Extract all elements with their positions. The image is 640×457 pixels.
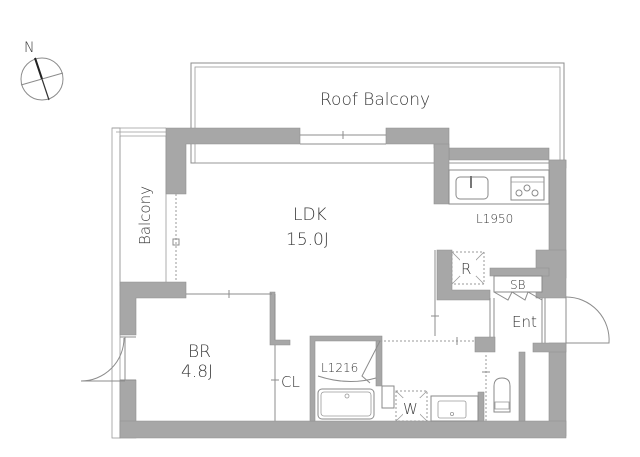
wash-basin-icon	[430, 395, 479, 422]
br-balcony-door	[80, 336, 136, 382]
west-balcony: Balcony	[111, 127, 167, 439]
ldk-size: 15.0J	[286, 230, 329, 250]
north-arrow-compass-icon	[20, 57, 64, 101]
kitchen-length-label: L1950	[476, 212, 513, 226]
bathroom-label: L1216	[321, 361, 358, 375]
closet-label: CL	[281, 373, 300, 391]
bath-ledge	[381, 385, 395, 409]
ldk-label: LDK	[293, 205, 327, 225]
bedroom-size: 4.8J	[181, 362, 213, 382]
bathtub-icon	[317, 388, 375, 420]
shoe-box-label: SB	[510, 278, 526, 292]
roof-balcony-label: Roof Balcony	[320, 90, 430, 110]
roof-balcony: Roof Balcony	[190, 62, 565, 164]
balcony-label: Balcony	[136, 186, 154, 245]
interior-lines	[172, 194, 546, 421]
bath-door	[317, 340, 381, 384]
refrigerator-space: R	[451, 251, 485, 285]
entrance-label: Ent	[512, 313, 537, 331]
toilet-icon	[493, 377, 511, 413]
room-labels: LDK 15.0J BR 4.8J CL	[181, 205, 329, 391]
washer-space: W	[395, 390, 428, 422]
refrigerator-label: R	[461, 260, 471, 278]
bedroom-label: BR	[188, 342, 211, 362]
shoe-box: SB	[493, 275, 543, 301]
compass: N	[20, 40, 64, 101]
washer-label: W	[403, 400, 418, 418]
entrance-door[interactable]	[565, 296, 610, 344]
doors	[80, 296, 610, 384]
north-label: N	[24, 40, 34, 56]
ldk-window	[300, 131, 386, 145]
fixtures: L1950 R SB Ent L1216	[317, 169, 550, 422]
